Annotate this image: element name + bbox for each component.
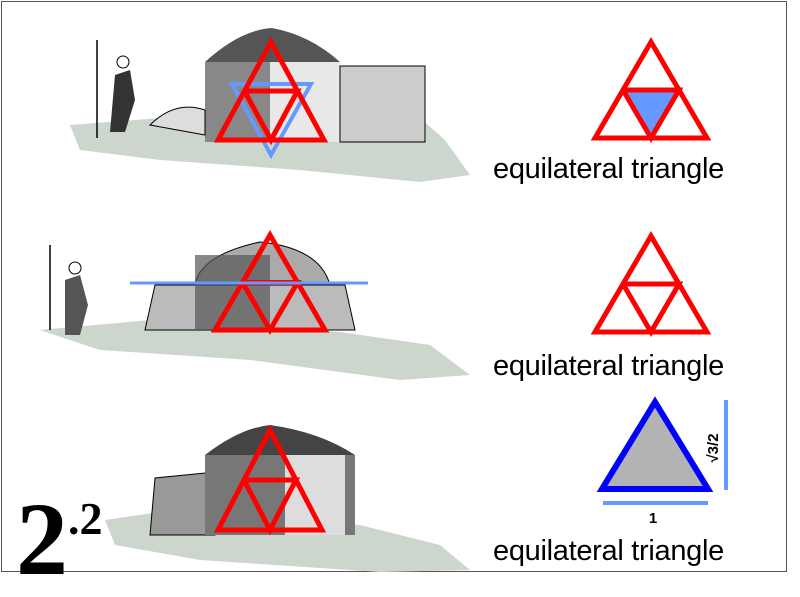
figure-number-sub: .2 — [68, 493, 103, 544]
row-label-3: equilateral triangle — [493, 535, 724, 567]
row-label-1: equilateral triangle — [493, 153, 724, 185]
triangle-diagram-2 — [590, 231, 712, 337]
row-label-2: equilateral triangle — [493, 350, 724, 382]
triangle-diagram-3 — [596, 396, 728, 505]
overlay-triangle-1 — [213, 36, 329, 160]
hut-sketch-2 — [40, 241, 470, 380]
height-label: √3/2 — [705, 433, 722, 462]
base-label: 1 — [649, 510, 657, 527]
figure-number-main: 2 — [16, 482, 68, 597]
hut-sketch-3 — [105, 425, 470, 572]
figure-number: 2.2 — [16, 488, 103, 592]
overlay-triangle-3 — [213, 424, 327, 536]
triangle-diagram-1 — [590, 37, 712, 143]
hut-sketch-1 — [70, 28, 470, 182]
